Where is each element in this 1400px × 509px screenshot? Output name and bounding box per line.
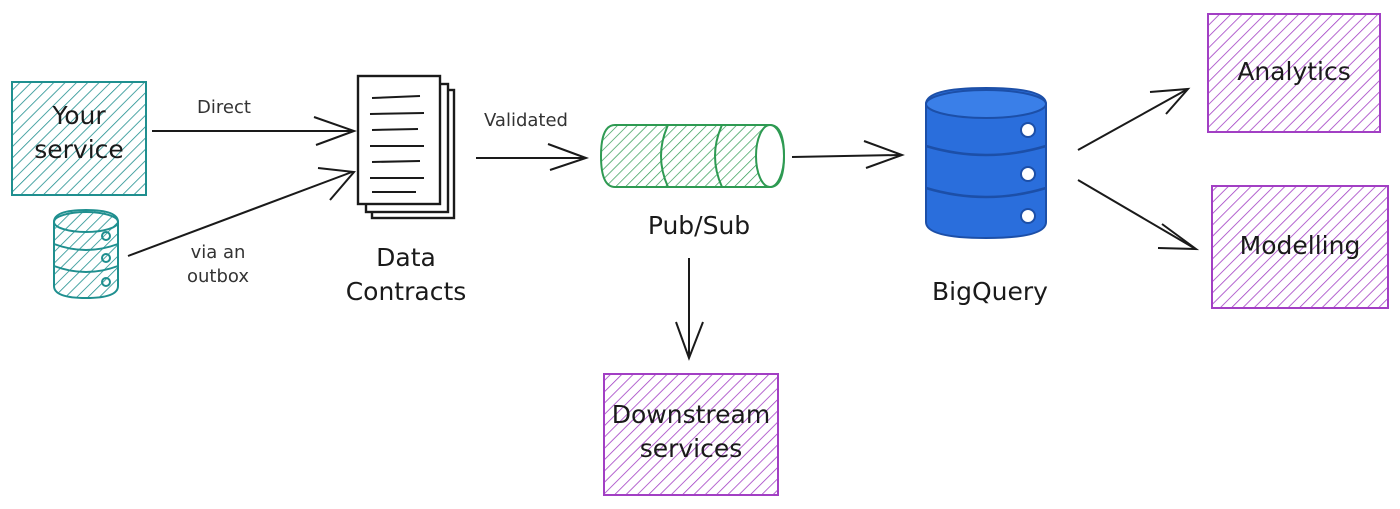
edge-bigquery-analytics — [1077, 87, 1191, 151]
edge-bigquery-modelling — [1077, 179, 1200, 251]
analytics-label: Analytics — [1237, 57, 1351, 86]
bigquery-label: BigQuery — [932, 277, 1048, 306]
analytics-node: Analytics — [1207, 13, 1381, 133]
edge-label-direct: Direct — [197, 97, 251, 118]
data-contracts-icon — [356, 74, 456, 220]
pubsub-pipe-icon — [599, 124, 786, 188]
edge-validated: Validated — [476, 110, 590, 171]
edge-pubsub-bigquery — [791, 140, 905, 169]
edge-pubsub-downstream — [675, 258, 704, 361]
bigquery-database-icon — [925, 86, 1047, 240]
modelling-label: Modelling — [1240, 231, 1361, 260]
edge-label-validated: Validated — [484, 110, 568, 131]
edge-direct: Direct — [152, 97, 357, 146]
outbox-database-icon — [53, 208, 119, 300]
pubsub-label: Pub/Sub — [648, 211, 750, 240]
modelling-node: Modelling — [1211, 185, 1389, 309]
